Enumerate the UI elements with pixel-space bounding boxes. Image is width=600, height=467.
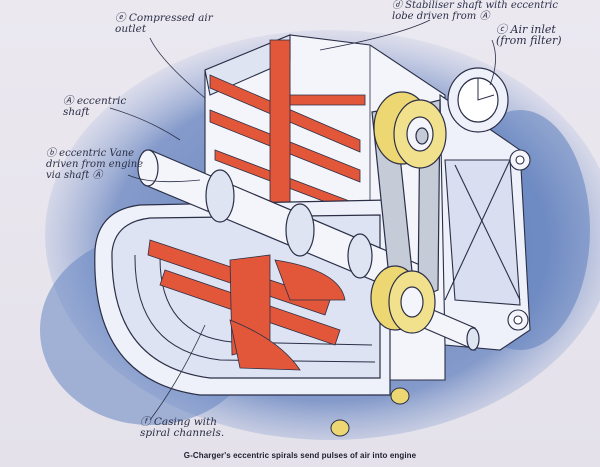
label-casing: ⓕ Casing with spiral channels. [140,416,225,439]
label-compressed-air-outlet: ⓔ Compressed air outlet [115,12,213,35]
air-inlet [447,67,509,133]
leader-lines [109,19,496,421]
label-eccentric-shaft: Ⓐ eccentric shaft [63,95,127,118]
rear-spiral-vanes [209,39,366,216]
upper-pulley [373,91,447,169]
label-stabiliser-shaft: ⓓ Stabiliser shaft with eccentric lobe d… [392,0,558,22]
label-air-inlet: ⓒ Air inlet (from filter) [496,23,562,47]
side-bracket [439,93,531,351]
figure-caption: G-Charger's eccentric spirals send pulse… [183,451,417,460]
eccentric-shaft [137,149,421,301]
lower-pulley [370,265,436,334]
mounting-feet [330,387,410,437]
label-eccentric-vane: ⓑ eccentric Vane driven from engine via … [46,148,144,181]
front-spiral-channels [147,239,346,371]
